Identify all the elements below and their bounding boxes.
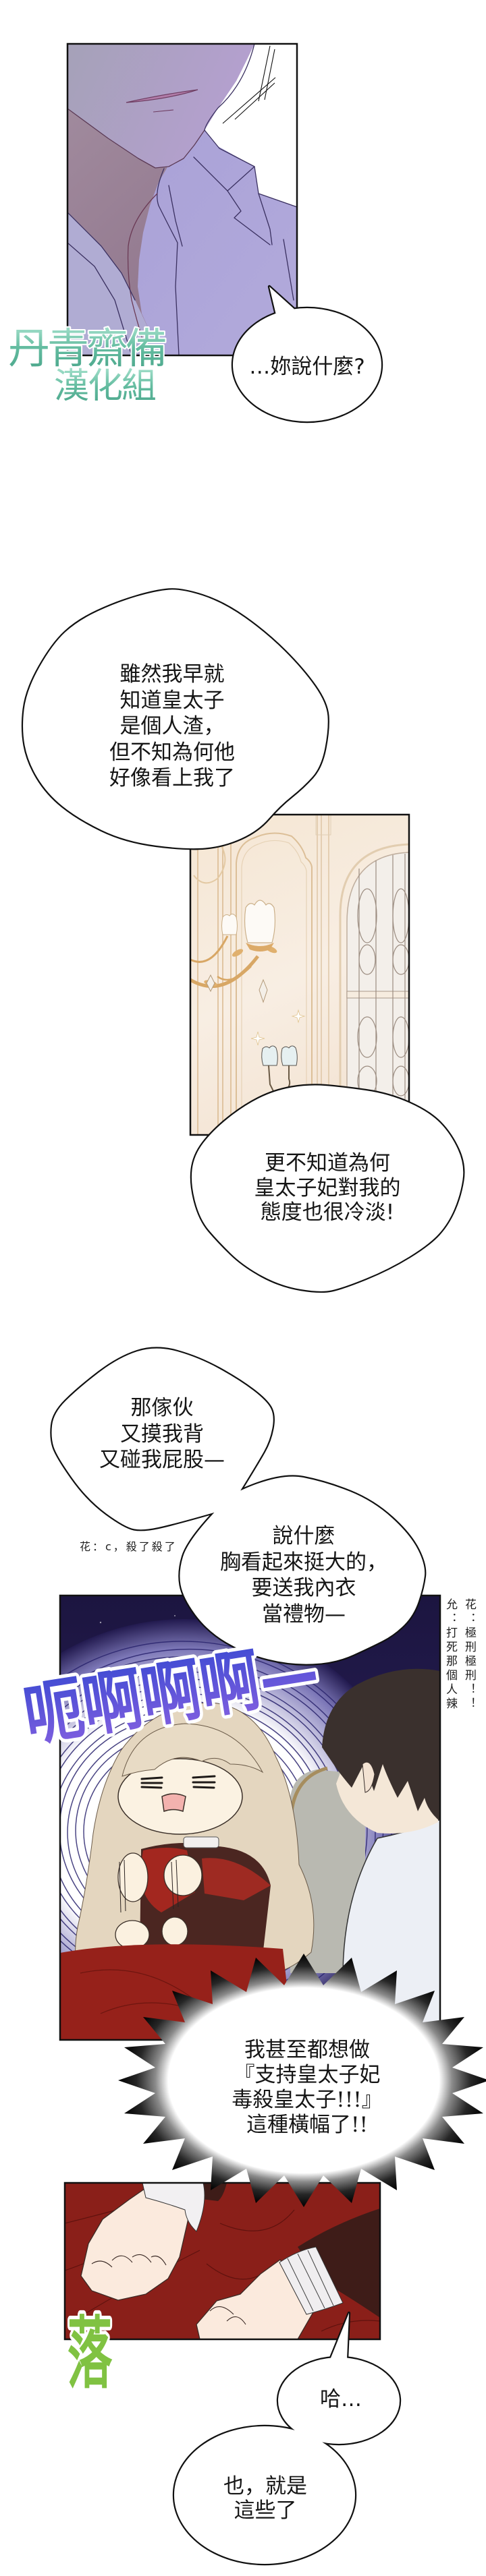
- speech-bubble-1: [231, 285, 383, 423]
- translator-note-side-right: 花：極刑極刑！！: [462, 1598, 476, 1711]
- bubble-4-text: 那傢伙 又摸我背 又碰我屁股—: [74, 1395, 250, 1473]
- sfx-drop: 落: [68, 2309, 113, 2399]
- small-lamps: [261, 1045, 298, 1093]
- panel-4-hands: [63, 2182, 381, 2341]
- bubble-line: 說什麼: [272, 1524, 335, 1548]
- bubble-line: …妳說什麼?: [249, 355, 365, 379]
- bubble-line: 哈…: [320, 2387, 362, 2411]
- bubble-line: 好像看上我了: [109, 766, 235, 790]
- bubble-line: 是個人渣，: [119, 714, 225, 738]
- burst-bubble: [118, 1954, 486, 2207]
- bubble-line: 我甚至都想做: [244, 2038, 370, 2062]
- motion-lines: [222, 45, 276, 124]
- left-hand: [80, 2187, 194, 2301]
- bubble-line: 態度也很冷淡!: [260, 1200, 395, 1225]
- bubble-1-text: …妳說什麼?: [233, 354, 381, 380]
- man-hair: [322, 1668, 440, 1821]
- scanlation-watermark: 丹青齋備 漢化組: [7, 322, 169, 408]
- bubble-line: 更不知道為何: [265, 1151, 390, 1175]
- translator-note-inline: 花：c，殺了殺了: [80, 1540, 178, 1553]
- shirt-left: [68, 212, 161, 355]
- bubble-line: 雖然我早就: [119, 662, 225, 686]
- bubble-2-text: 雖然我早就 知道皇太子 是個人渣， 但不知為何他 好像看上我了: [64, 662, 280, 792]
- girl-character: [60, 1702, 315, 2040]
- panel-1-border: [66, 42, 298, 357]
- bubble-line: 那傢伙: [130, 1396, 194, 1420]
- wall-molding: [236, 832, 313, 1135]
- bubble-line: 當禮物—: [262, 1602, 346, 1627]
- speech-bubble-3: [190, 1084, 465, 1293]
- left-cuff: [142, 2183, 205, 2232]
- bubble-5-text: 說什麼 胸看起來挺大的， 要送我內衣 當禮物—: [202, 1523, 405, 1627]
- bubble-line: 也，就是: [223, 2474, 307, 2498]
- bubble-line: 又碰我屁股—: [99, 1448, 225, 1472]
- burst-bubble-text: 我甚至都想做 『支持皇太子妃 毒殺皇太子!!!』 這種橫幅了!!: [206, 2038, 408, 2138]
- bubble-line: 這種橫幅了!!: [246, 2113, 368, 2137]
- girl-mouth: [161, 1793, 186, 1813]
- panel-2-palace-interior: [189, 813, 410, 1136]
- bubble-7-text: 哈…: [300, 2387, 381, 2412]
- watermark-line-1: 丹青齋備: [8, 324, 165, 373]
- bubble-line: 要送我內衣: [251, 1576, 356, 1600]
- bubble-3-text: 更不知道為何 皇太子妃對我的 態度也很冷淡!: [226, 1151, 429, 1225]
- bubble-line: 又摸我背: [120, 1422, 204, 1446]
- bubble-line: 胸看起來挺大的，: [220, 1550, 387, 1575]
- bubble-line: 知道皇太子: [119, 688, 225, 713]
- mouth: [126, 89, 198, 103]
- dark-sleeve: [298, 2208, 380, 2318]
- translator-note-side-left: 允：打死那個人辣: [443, 1598, 457, 1711]
- panel-1-man-closeup: [66, 42, 298, 357]
- bubble-8-text: 也，就是 這些了: [198, 2474, 333, 2523]
- panel-3-girl-scream: [59, 1594, 441, 2041]
- face: [68, 44, 254, 168]
- bubble-line: 但不知為何他: [109, 740, 235, 765]
- watermark-line-2: 漢化組: [54, 366, 155, 407]
- bubble-line: 皇太子妃對我的: [254, 1175, 401, 1200]
- neck: [68, 109, 167, 341]
- speech-bubble-7-8-linked: [172, 2311, 402, 2566]
- bubble-line: 這些了: [234, 2498, 297, 2523]
- wall-sconce: [190, 835, 277, 1003]
- white-background: [205, 44, 297, 207]
- speech-bubble-4-5-linked: [50, 1347, 427, 1666]
- bubble-line: 毒殺皇太子!!!』: [232, 2088, 383, 2112]
- speech-bubble-2: [21, 588, 329, 850]
- arched-window: [339, 843, 409, 1135]
- right-hand: [196, 2259, 317, 2339]
- bubble-line: 『支持皇太子妃: [234, 2063, 381, 2087]
- man-character: [322, 1668, 440, 2040]
